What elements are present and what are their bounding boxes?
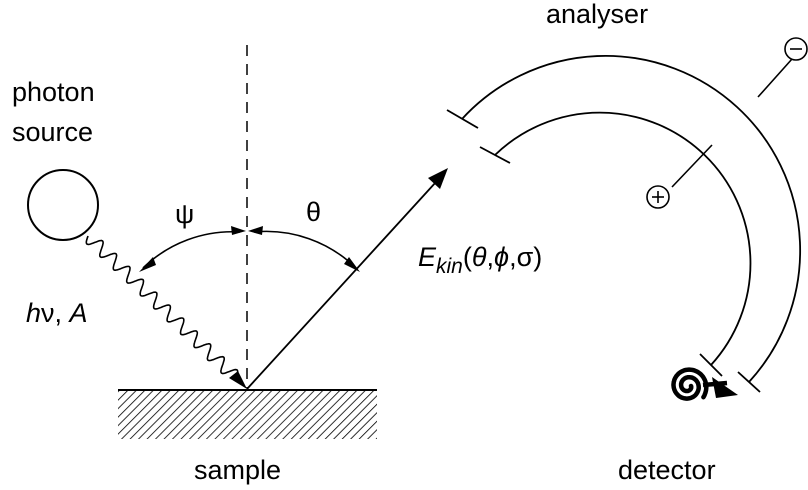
positive-electrode-lead xyxy=(671,144,713,188)
psi-label: ψ xyxy=(175,199,194,229)
ekin-open-paren: ( xyxy=(463,242,472,272)
exit-slit-plate-inner xyxy=(699,353,723,377)
ekin-e: E xyxy=(418,242,437,272)
photoelectron-trajectory xyxy=(246,181,437,390)
detector-label: detector xyxy=(618,455,716,485)
photon-energy-separator: , xyxy=(55,298,70,328)
ekin-subscript: kin xyxy=(436,255,463,278)
theta-arc-arrowhead-right xyxy=(344,257,360,272)
ekin-phi: ϕ xyxy=(494,242,509,272)
analyser-inner-hemisphere xyxy=(494,111,752,366)
negative-electrode-lead xyxy=(757,58,793,98)
ekin-close-paren: ) xyxy=(533,242,542,272)
theta-label: θ xyxy=(306,197,321,227)
nu-symbol: ν xyxy=(41,298,55,328)
psi-arc-arrowhead-left xyxy=(139,257,156,272)
ekin-comma-2: , xyxy=(509,242,517,272)
photon-arrowhead xyxy=(229,371,247,389)
photon-energy-label: hν, A xyxy=(26,298,88,328)
psi-arc-arrowhead-right xyxy=(231,226,246,235)
photon-source-icon xyxy=(27,169,99,241)
exit-slit-plate-outer xyxy=(737,371,761,393)
kinetic-energy-label: Ekin(θ,ϕ,σ) xyxy=(418,242,542,278)
ekin-sigma: σ xyxy=(517,242,534,272)
photoelectron-arrowhead xyxy=(428,168,448,189)
entrance-slit-plate-outer xyxy=(446,109,479,129)
photon-source-label-line2: source xyxy=(12,117,93,147)
psi-angle-arc xyxy=(142,230,241,269)
analyser-label: analyser xyxy=(546,0,648,29)
sample-label: sample xyxy=(194,455,281,485)
photon-source-label-line1: photon xyxy=(12,77,95,107)
planck-h: h xyxy=(26,298,41,328)
vector-potential-a: A xyxy=(68,298,88,328)
theta-angle-arc xyxy=(253,230,357,269)
detector-icon xyxy=(671,367,709,401)
photon-wave xyxy=(85,235,239,379)
sample-hatching xyxy=(118,391,377,439)
analyser-outer-hemisphere xyxy=(461,54,801,383)
theta-arc-arrowhead-left xyxy=(248,226,263,235)
ekin-theta: θ xyxy=(472,242,487,272)
entrance-slit-plate-inner xyxy=(479,146,511,164)
ekin-comma-1: , xyxy=(487,242,495,272)
detector-arrowhead xyxy=(712,377,738,398)
